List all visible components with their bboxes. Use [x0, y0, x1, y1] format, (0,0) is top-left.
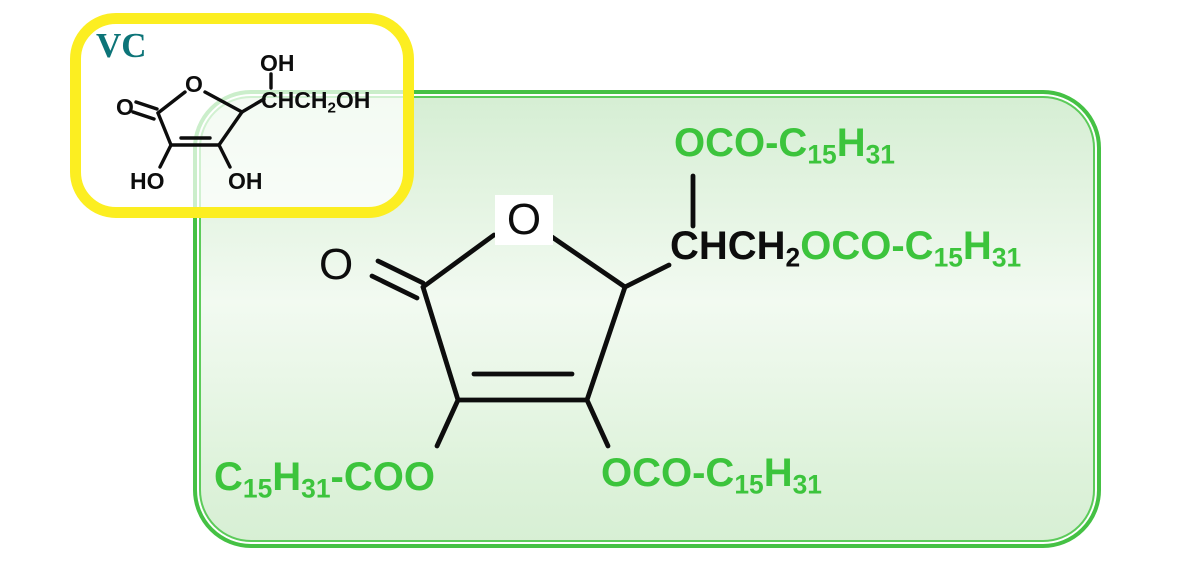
ester-label-bottom-left: C15H31-COO — [214, 457, 435, 502]
formula-segment: H — [763, 451, 793, 495]
formula-segment: OCO-C — [674, 121, 808, 165]
main-ring-oxygen-label: O — [495, 195, 553, 245]
main-carbonyl-double-bond-1 — [375, 258, 426, 286]
formula-segment: C — [214, 455, 243, 499]
formula-segment: -COO — [330, 455, 435, 499]
vc-bond-c4-oh — [217, 143, 232, 169]
formula-subscript: 15 — [807, 139, 837, 170]
vc-structure-bonds — [131, 72, 273, 169]
vc-bond-c5-chain — [240, 97, 266, 114]
formula-segment: H — [836, 121, 866, 165]
vc-hydroxyl-left-label: HO — [130, 168, 165, 194]
vc-carbonyl-oxygen-label: O — [116, 94, 134, 120]
ester-label-top: OCO-C15H31 — [674, 123, 895, 168]
formula-subscript: 31 — [301, 473, 331, 504]
main-carbonyl-double-bond-2 — [369, 273, 420, 301]
vc-hydroxyl-top-label: OH — [260, 50, 295, 76]
formula-segment: OCO-C — [601, 451, 735, 495]
vc-hydroxyl-right-label: OH — [228, 168, 263, 194]
main-bond-c5-chain — [622, 262, 672, 290]
formula-segment: OH — [335, 87, 371, 113]
side-chain-black-part: CHCH2 — [670, 224, 800, 271]
vc-bond-c2-c3 — [156, 111, 173, 147]
formula-subscript: 31 — [991, 242, 1022, 273]
main-bond-c4-c5 — [584, 284, 628, 403]
main-bond-c3-ester — [434, 397, 461, 449]
formula-segment: OCO-C — [800, 224, 934, 268]
formula-segment: H — [272, 455, 302, 499]
vc-carbonyl-double-bond-2 — [131, 110, 156, 121]
formula-subscript: 15 — [933, 242, 963, 273]
main-carbonyl-oxygen-label: O — [319, 240, 354, 289]
formula-subscript: 2 — [327, 99, 336, 117]
side-chain-green-part: OCO-C15H31 — [800, 224, 1021, 271]
formula-subscript: 2 — [785, 242, 801, 273]
main-structure-bonds — [369, 173, 696, 449]
formula-subscript: 15 — [242, 473, 273, 504]
vc-carbonyl-double-bond-1 — [134, 100, 159, 111]
ester-label-bottom-right: OCO-C15H31 — [601, 453, 822, 498]
formula-segment: CHCH — [670, 224, 786, 268]
formula-segment: CHCH — [261, 87, 328, 113]
formula-segment: H — [962, 224, 992, 268]
vitamin-c-panel — [70, 13, 414, 218]
vc-side-chain-formula: CHCH2OH — [261, 87, 371, 117]
formula-subscript: 15 — [734, 469, 764, 500]
vc-bond-c3-ho — [158, 143, 173, 169]
main-bond-o1-c5 — [549, 234, 628, 290]
main-bond-c4-ester — [584, 397, 611, 449]
vc-bond-c2-o1 — [156, 90, 187, 115]
vc-ring-oxygen-label: O — [185, 71, 203, 97]
main-bond-c2-o1 — [420, 232, 497, 290]
formula-subscript: 31 — [865, 139, 895, 170]
vc-bond-o1-c5 — [203, 90, 244, 114]
formula-subscript: 31 — [792, 469, 822, 500]
main-bond-c2-c3 — [420, 284, 461, 403]
vc-title: VC — [96, 26, 147, 65]
side-chain-row: CHCH2OCO-C15H31 — [670, 226, 1021, 271]
vc-bond-c4-c5 — [217, 110, 244, 147]
